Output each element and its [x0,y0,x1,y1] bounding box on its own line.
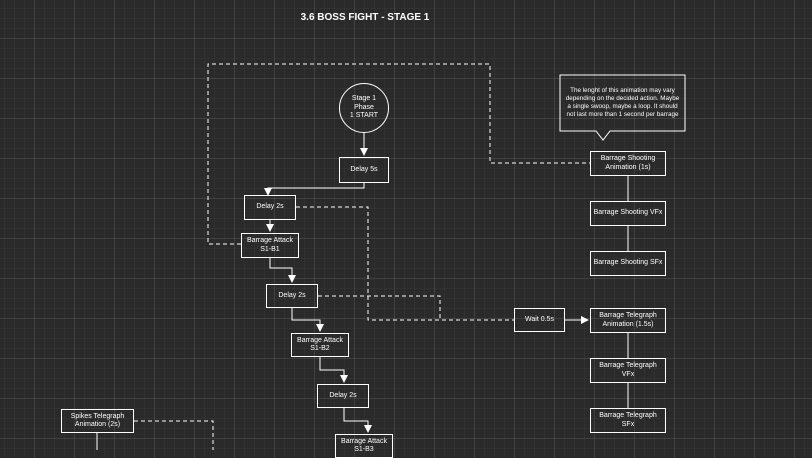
stage1-phase1-start-node[interactable]: Stage 1 Phase 1 START [339,83,389,133]
page-title: 3.6 BOSS FIGHT - STAGE 1 [300,12,430,23]
barrage-attack-s1-b2-node[interactable]: Barrage Attack S1-B2 [291,333,349,357]
note-bubble-outline [559,74,686,141]
barrage-shooting-vfx-node[interactable]: Barrage Shooting VFx [590,201,666,226]
dashed-link-spikes [134,420,214,450]
delay-2s-node-1[interactable]: Delay 2s [244,195,296,220]
connector-barrage-b1-to-delay2s-2 [269,258,296,283]
delay-5s-node[interactable]: Delay 5s [339,157,389,183]
barrage-telegraph-animation-node[interactable]: Barrage Telegraph Animation (1.5s) [590,308,666,333]
barrage-telegraph-sfx-node[interactable]: Barrage Telegraph SFx [590,408,666,433]
barrage-attack-s1-b1-node[interactable]: Barrage Attack S1-B1 [241,233,299,258]
connector-delay2s-2-to-barrage-b2 [291,308,324,332]
animation-length-note: The lenght of this animation may vary de… [565,87,680,118]
spikes-telegraph-animation-node[interactable]: Spikes Telegraph Animation (2s) [61,409,134,433]
barrage-telegraph-vfx-node[interactable]: Barrage Telegraph VFx [590,358,666,383]
barrage-shooting-animation-node[interactable]: Barrage Shooting Animation (1s) [590,151,666,176]
dashed-link-delay2s-1-to-wait [296,206,514,321]
wait-0-5s-node[interactable]: Wait 0.5s [514,308,565,332]
delay-2s-node-3[interactable]: Delay 2s [317,384,369,408]
dashed-link-delay2s-2 [318,295,441,320]
connector-delay5s-to-delay2s-1 [264,183,365,196]
connector-delay2s-3-to-barrage-b3 [343,408,372,433]
delay-2s-node-2[interactable]: Delay 2s [266,284,318,308]
dashed-link-barrage-b1-to-shooting-animation [207,63,590,245]
barrage-attack-s1-b3-node[interactable]: Barrage Attack S1-B3 [335,434,393,458]
connector-barrage-b2-to-delay2s-3 [319,357,348,383]
barrage-shooting-sfx-node[interactable]: Barrage Shooting SFx [590,251,666,276]
